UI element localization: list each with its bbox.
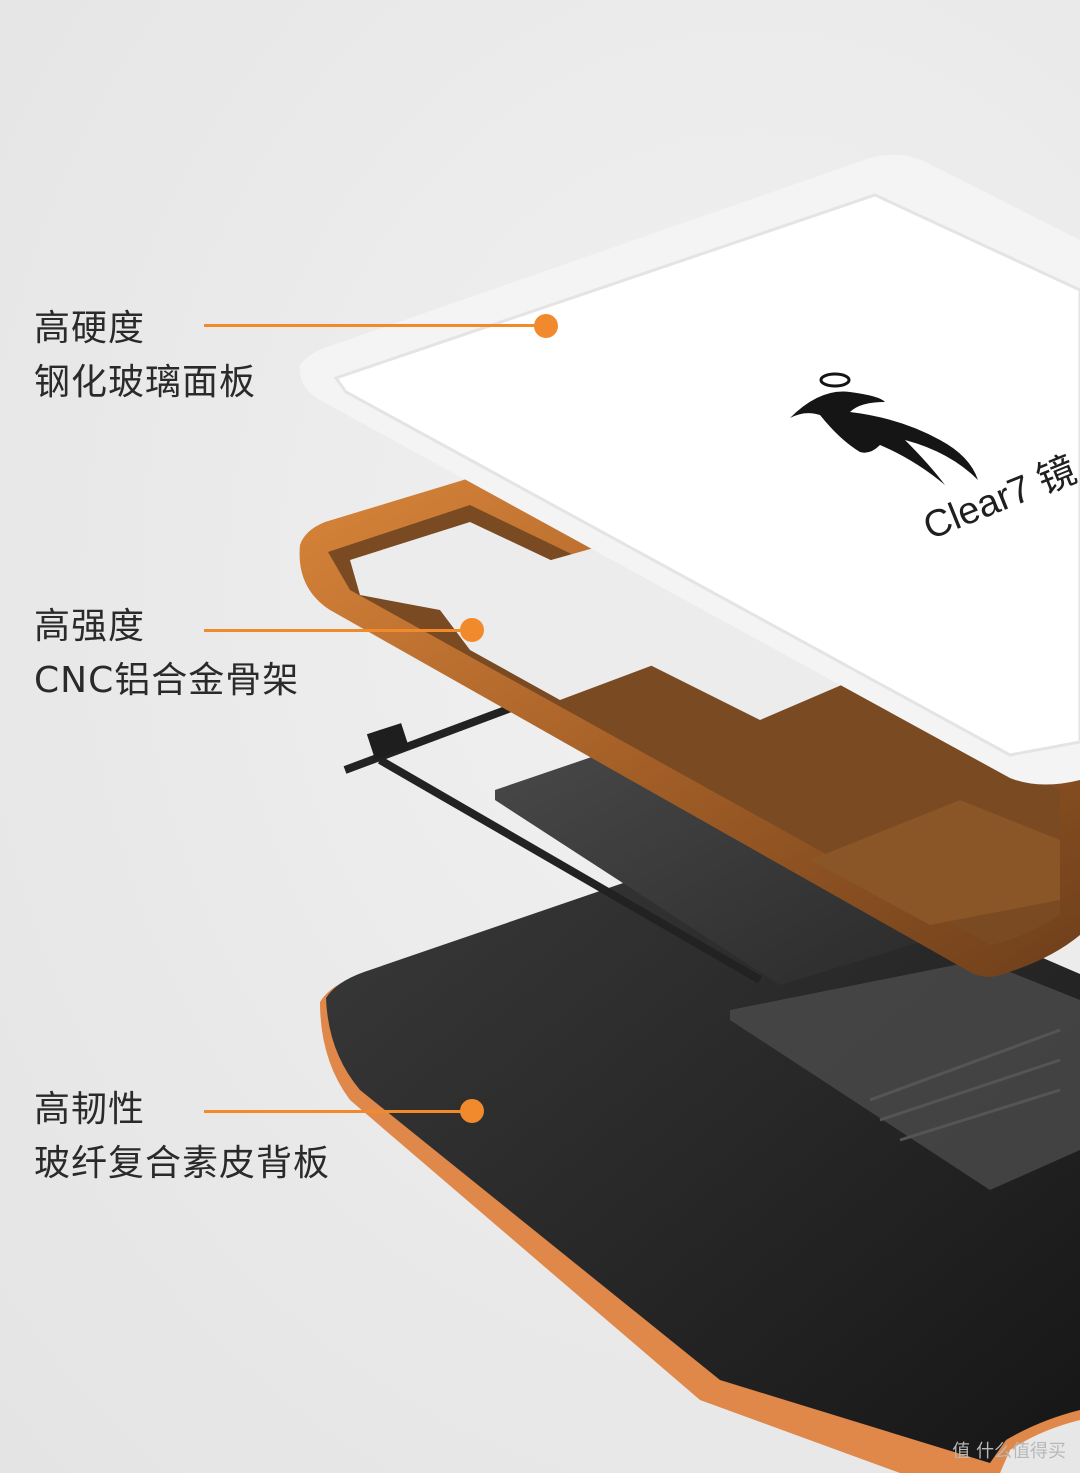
callout-glass-line: [204, 324, 544, 327]
callout-back-label: 高韧性 玻纤复合素皮背板: [34, 1083, 330, 1191]
callout-back-line: [204, 1110, 466, 1113]
callout-glass-dot: [534, 314, 558, 338]
callout-frame-line1: 高强度: [34, 600, 299, 654]
callout-glass-line1: 高硬度: [34, 302, 256, 356]
callout-back-dot: [460, 1099, 484, 1123]
callout-frame-line: [204, 629, 466, 632]
callout-frame-line2: CNC铝合金骨架: [34, 654, 299, 708]
callout-glass-label: 高硬度 钢化玻璃面板: [34, 302, 256, 410]
watermark: 值 什么值得买: [952, 1437, 1066, 1463]
callout-glass-line2: 钢化玻璃面板: [34, 356, 256, 410]
callout-frame-dot: [460, 618, 484, 642]
callout-frame-label: 高强度 CNC铝合金骨架: [34, 600, 299, 708]
callout-back-line2: 玻纤复合素皮背板: [34, 1137, 330, 1191]
